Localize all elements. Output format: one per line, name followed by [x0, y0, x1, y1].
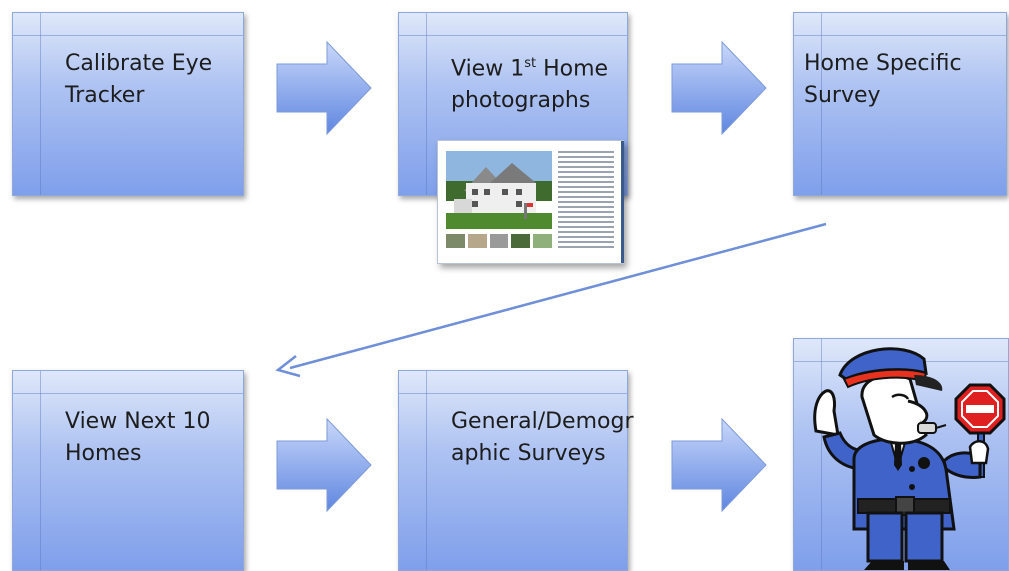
step-home-specific-survey: Home Specific Survey — [793, 12, 1007, 196]
listing-details — [558, 151, 614, 251]
step-label: View 1st Home photographs — [451, 56, 609, 114]
stop-officer-illustration — [813, 347, 1006, 570]
right-block-arrow-icon — [276, 40, 372, 136]
house-photo — [446, 151, 552, 229]
step-end-stop — [793, 338, 1009, 571]
photo-thumbnails — [446, 234, 552, 248]
step-label: Home Specific Survey — [804, 51, 962, 108]
step-general-demographic-surveys: General/Demogr aphic Surveys — [398, 370, 634, 571]
step-label: Calibrate Eye Tracker — [65, 51, 213, 108]
stop-sign-icon — [954, 383, 1006, 435]
right-block-arrow-icon — [671, 417, 767, 513]
step-label: View Next 10 Homes — [65, 409, 211, 466]
home-listing-thumbnail — [437, 140, 624, 264]
right-block-arrow-icon — [671, 40, 767, 136]
right-block-arrow-icon — [276, 417, 372, 513]
step-calibrate-eye-tracker: Calibrate Eye Tracker — [12, 12, 244, 196]
step-view-next-10-homes: View Next 10 Homes — [12, 370, 244, 571]
step-label: General/Demogr aphic Surveys — [451, 409, 634, 466]
